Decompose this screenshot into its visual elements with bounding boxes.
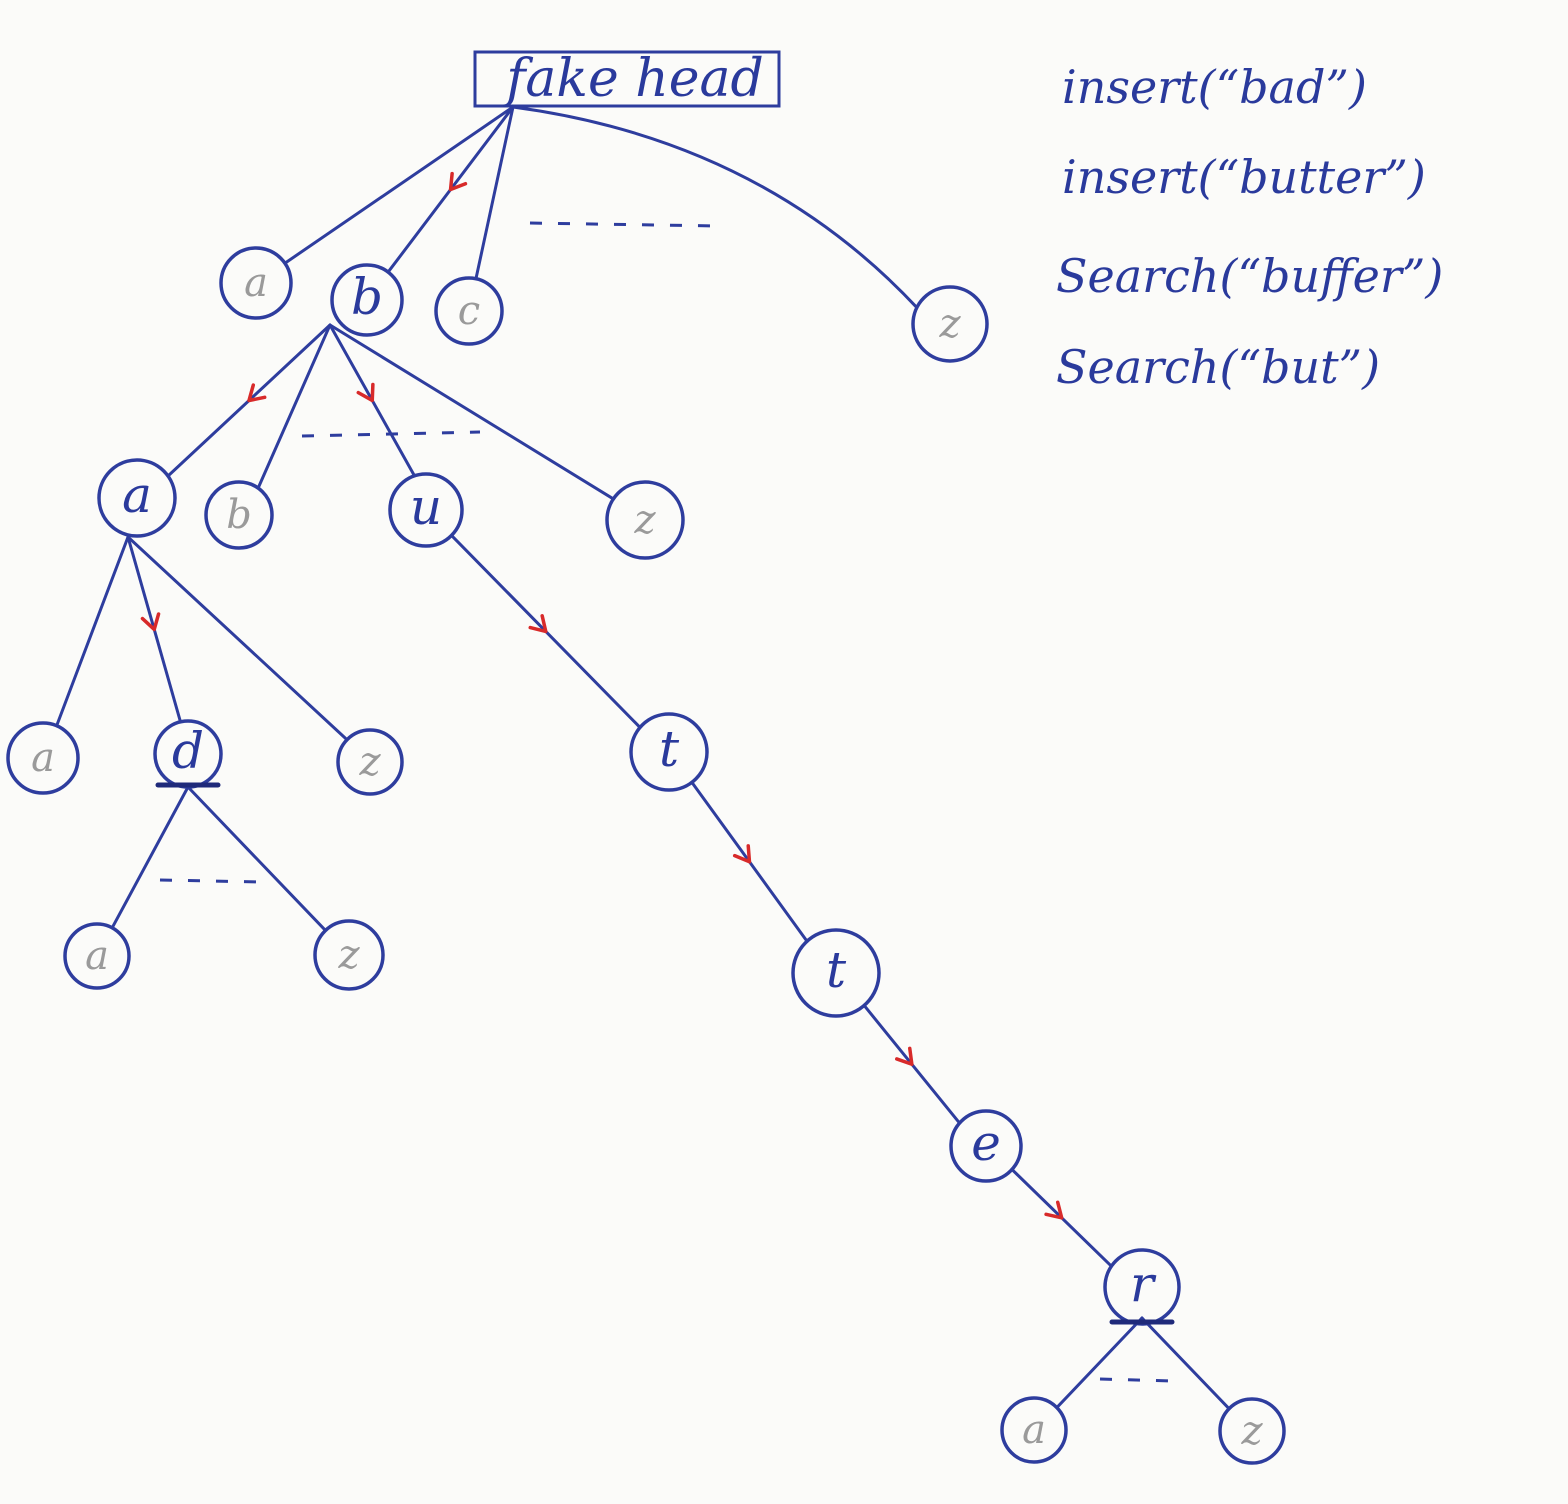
- node-label: z: [938, 301, 961, 347]
- path-arrow-n_a2: [247, 383, 267, 403]
- node-label: b: [226, 492, 252, 538]
- trie-node-n_z4: z: [313, 919, 385, 991]
- node-label: a: [85, 933, 109, 979]
- node-label: a: [1022, 1407, 1046, 1453]
- trie-node-n_b2: b: [204, 480, 274, 550]
- node-circle: [629, 712, 709, 792]
- edge-head-n_c1: [474, 105, 515, 281]
- trie-node-n_z2: z: [605, 480, 685, 560]
- node-circle: [313, 919, 385, 991]
- node-label: z: [1240, 1408, 1263, 1454]
- path-arrow-n_b1: [448, 171, 468, 192]
- edge-n_a2-n_a3: [55, 535, 130, 728]
- operation-1: insert(“bad”): [1062, 60, 1367, 114]
- fake-head-label: fake head: [502, 49, 764, 109]
- node-circle: [605, 480, 685, 560]
- node-label: z: [358, 739, 381, 785]
- path-arrow-n_e5: [895, 1046, 914, 1067]
- node-circle: [330, 263, 404, 337]
- ellipsis-level1: [529, 221, 721, 228]
- edge-n_b1-n_b2: [256, 323, 332, 490]
- edge-n_r6-n_z7: [1140, 1316, 1231, 1411]
- fake-head-box: [473, 50, 781, 108]
- path-arrow-n_t4: [732, 844, 752, 864]
- trie-node-n_b1: b: [330, 263, 404, 337]
- path-arrow-n_t3: [528, 614, 548, 634]
- path-arrow-n_d3: [140, 612, 161, 632]
- node-label: d: [172, 722, 204, 780]
- node-label: e: [971, 1114, 1001, 1172]
- trie-node-n_e5: e: [949, 1109, 1023, 1183]
- node-label: a: [122, 466, 152, 524]
- fake-head-node: fake head: [473, 49, 781, 109]
- operation-4: Search(“but”): [1056, 340, 1380, 394]
- node-circle: [911, 285, 989, 363]
- trie-node-n_t4: t: [791, 928, 881, 1018]
- edge-n_b1-n_z2: [328, 323, 615, 501]
- edge-n_d3-n_z4: [186, 785, 327, 932]
- node-circle: [949, 1109, 1023, 1183]
- node-label: a: [31, 735, 55, 781]
- node-circle: [434, 276, 504, 346]
- node-label: t: [826, 941, 847, 999]
- operation-3: Search(“buffer”): [1056, 249, 1443, 303]
- trie-node-n_u2: u: [388, 472, 464, 548]
- trie-node-n_z1: z: [911, 285, 989, 363]
- node-circle: [1218, 1397, 1286, 1465]
- node-circle: [6, 721, 80, 795]
- trie-node-n_c1: c: [434, 276, 504, 346]
- operation-2: insert(“butter”): [1062, 150, 1426, 204]
- node-label: z: [337, 932, 360, 978]
- edge-head-n_a1: [283, 105, 515, 265]
- node-label: b: [351, 268, 383, 326]
- trie-node-n_a3: a: [6, 721, 80, 795]
- path-arrow-n_r6: [1044, 1200, 1064, 1220]
- path-arrow-n_u2: [356, 382, 375, 403]
- trie-node-n_r6: r: [1103, 1248, 1181, 1326]
- node-label: r: [1130, 1255, 1157, 1313]
- node-label: u: [410, 478, 442, 536]
- edge-n_d3-n_a4: [110, 785, 190, 930]
- edge-n_r6-n_a7: [1055, 1316, 1144, 1410]
- node-circle: [63, 922, 131, 990]
- node-label: t: [659, 720, 680, 778]
- trie-node-n_a4: a: [63, 922, 131, 990]
- node-circle: [1000, 1396, 1068, 1464]
- trie-node-n_a1: a: [219, 246, 293, 320]
- trie-node-n_z3: z: [336, 728, 404, 796]
- node-label: c: [458, 288, 480, 334]
- edge-head-n_z1: [511, 105, 919, 310]
- node-circle: [97, 458, 177, 538]
- node-label: a: [244, 260, 268, 306]
- ellipsis-level2: [301, 430, 481, 438]
- node-circle: [388, 472, 464, 548]
- trie-node-n_a7: a: [1000, 1396, 1068, 1464]
- node-circle: [336, 728, 404, 796]
- trie-node-n_a2: a: [97, 458, 177, 538]
- trie-node-n_z7: z: [1218, 1397, 1286, 1465]
- node-label: z: [633, 497, 656, 543]
- trie-node-n_t3: t: [629, 712, 709, 792]
- trie-node-n_d3: d: [153, 719, 223, 789]
- node-circle: [791, 928, 881, 1018]
- edge-n_a2-n_z3: [126, 535, 349, 742]
- ellipsis-r-children: [1099, 1377, 1173, 1383]
- node-circle: [204, 480, 274, 550]
- ellipsis-d-children: [159, 878, 263, 884]
- node-circle: [219, 246, 293, 320]
